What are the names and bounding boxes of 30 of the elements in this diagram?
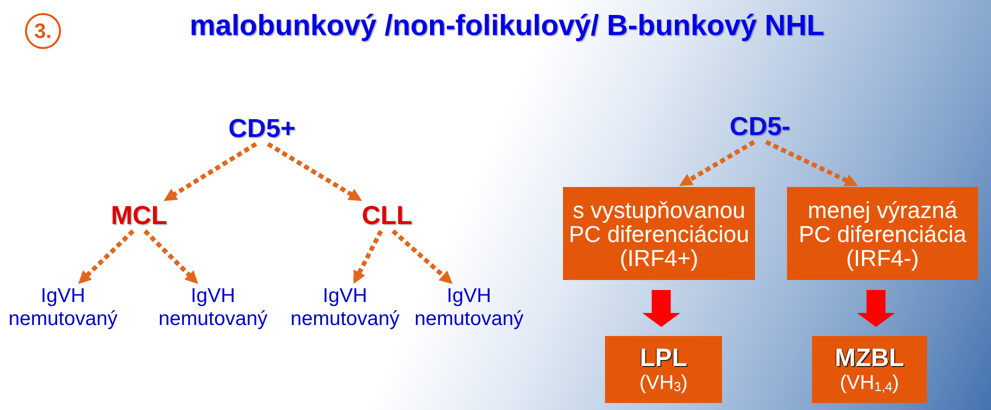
marker-label: CD5- — [730, 113, 790, 139]
dotted-arrow — [765, 140, 858, 186]
diagnosis-label: CLL — [362, 202, 412, 228]
diagnosis-box — [812, 336, 927, 403]
category-box — [787, 187, 978, 280]
box-text: menej výrazná PC diferenciácia (IRF4-) — [798, 198, 968, 270]
dotted-arrow — [78, 229, 135, 284]
diagram-title: malobunkový /non-folikulový/ B-bunkový NHL — [190, 12, 824, 41]
diagnosis-name: MZBL — [834, 344, 904, 372]
box-text: s vystupňovanou PC diferenciáciou (IRF4+) — [568, 198, 750, 270]
category-box — [563, 187, 755, 280]
step-number-badge: 3. — [25, 13, 61, 49]
dotted-arrow — [392, 229, 453, 284]
mutation-status-label: IgVH nemutovaný — [8, 285, 118, 331]
dotted-arrow — [143, 229, 198, 284]
diagnosis-label: MCL — [110, 202, 168, 228]
dotted-arrow — [679, 140, 756, 186]
block-arrow — [642, 290, 680, 327]
diagnosis-name: LPL — [640, 344, 688, 372]
mutation-status-label: IgVH nemutovaný — [414, 285, 524, 331]
gene-note: (VH$_{3}$) — [639, 372, 688, 395]
mutation-status-label: IgVH nemutovaný — [290, 285, 400, 331]
marker-label: CD5+ — [228, 115, 296, 141]
diagnosis-box — [605, 336, 722, 403]
block-arrow — [857, 290, 895, 327]
mutation-status-label: IgVH nemutovaný — [158, 285, 268, 331]
dotted-arrow — [266, 142, 362, 201]
dotted-arrow — [164, 142, 258, 201]
gene-note: (VH$_{1,4}$) — [840, 372, 900, 395]
dotted-arrow — [353, 230, 383, 284]
